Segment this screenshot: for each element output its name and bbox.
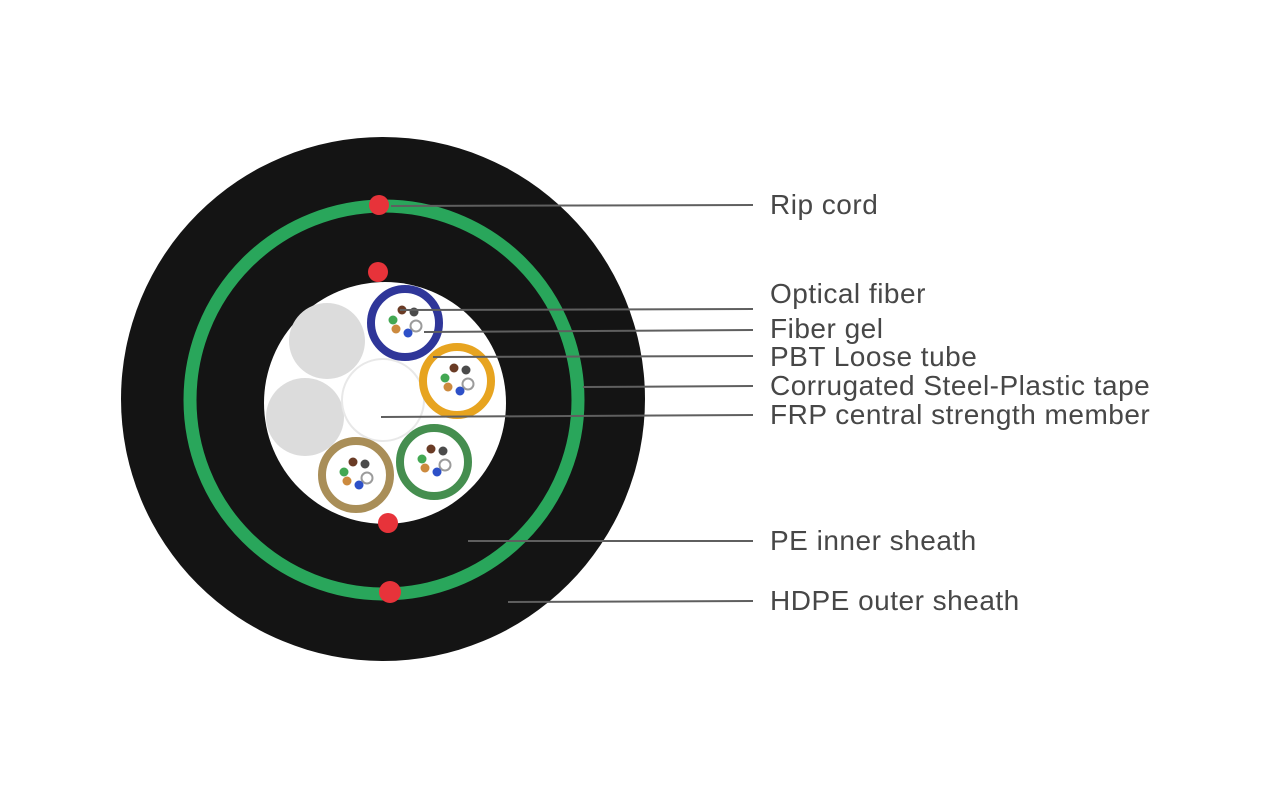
leader-line-hdpe-outer-sheath	[507, 600, 754, 603]
optical-fiber-dot-brown	[449, 363, 459, 373]
label-pe-inner-sheath: PE inner sheath	[770, 525, 977, 556]
label-fiber-gel: Fiber gel	[770, 313, 884, 344]
label-hdpe-outer-sheath: HDPE outer sheath	[770, 585, 1020, 616]
leader-line-pbt-loose-tube	[432, 355, 754, 358]
rip-cord-dot	[379, 581, 401, 603]
rip-cord-dot	[368, 262, 388, 282]
label-frp-member: FRP central strength member	[770, 399, 1151, 430]
optical-fiber-dot-blue	[455, 386, 465, 396]
leader-lines-layer	[380, 204, 754, 603]
filler-rod	[266, 378, 344, 456]
optical-fiber-dot-brown	[348, 457, 358, 467]
leader-line-corrugated-tape	[582, 385, 754, 388]
pbt-loose-tube	[419, 343, 495, 419]
loose-tube-ring	[396, 424, 472, 500]
optical-fiber-dot-green	[339, 467, 349, 477]
leader-line-fiber-gel	[423, 329, 754, 333]
fiber-gel-dot	[409, 319, 423, 333]
fiber-gel-dot	[461, 377, 475, 391]
optical-fiber-dot-black	[360, 459, 370, 469]
fiber-gel-dot	[438, 458, 452, 472]
loose-tube-ring	[419, 343, 495, 419]
optical-fiber-dot-orange	[342, 476, 352, 486]
optical-fiber-dot-brown	[426, 444, 436, 454]
label-rip-cord: Rip cord	[770, 189, 879, 220]
loose-tube-ring	[318, 437, 394, 513]
loose-tubes-layer	[318, 285, 495, 513]
leader-line-rip-cord	[390, 204, 754, 207]
label-optical-fiber: Optical fiber	[770, 278, 926, 309]
optical-fiber-dot-black	[438, 446, 448, 456]
pbt-loose-tube	[318, 437, 394, 513]
pbt-loose-tube	[367, 285, 443, 361]
optical-fiber-dot-green	[440, 373, 450, 383]
pbt-loose-tube	[396, 424, 472, 500]
filler-rod	[289, 303, 365, 379]
optical-fiber-dot-blue	[432, 467, 442, 477]
leader-line-frp-member	[380, 414, 754, 418]
optical-fiber-dot-blue	[403, 328, 413, 338]
rip-cords-layer	[368, 195, 401, 603]
optical-fiber-dot-green	[417, 454, 427, 464]
optical-fiber-dot-black	[409, 307, 419, 317]
rip-cord-dot	[378, 513, 398, 533]
optical-fiber-dot-orange	[420, 463, 430, 473]
optical-fiber-dot-orange	[443, 382, 453, 392]
label-corrugated-tape: Corrugated Steel-Plastic tape	[770, 370, 1151, 401]
optical-fiber-dot-blue	[354, 480, 364, 490]
frp-central-strength-member	[341, 358, 425, 442]
fiber-gel-dot	[360, 471, 374, 485]
optical-fiber-dot-orange	[391, 324, 401, 334]
leader-line-optical-fiber	[399, 308, 754, 311]
optical-fiber-dot-black	[461, 365, 471, 375]
optical-fiber-dot-green	[388, 315, 398, 325]
loose-tube-ring	[367, 285, 443, 361]
label-pbt-loose-tube: PBT Loose tube	[770, 341, 978, 372]
rip-cord-dot	[369, 195, 389, 215]
